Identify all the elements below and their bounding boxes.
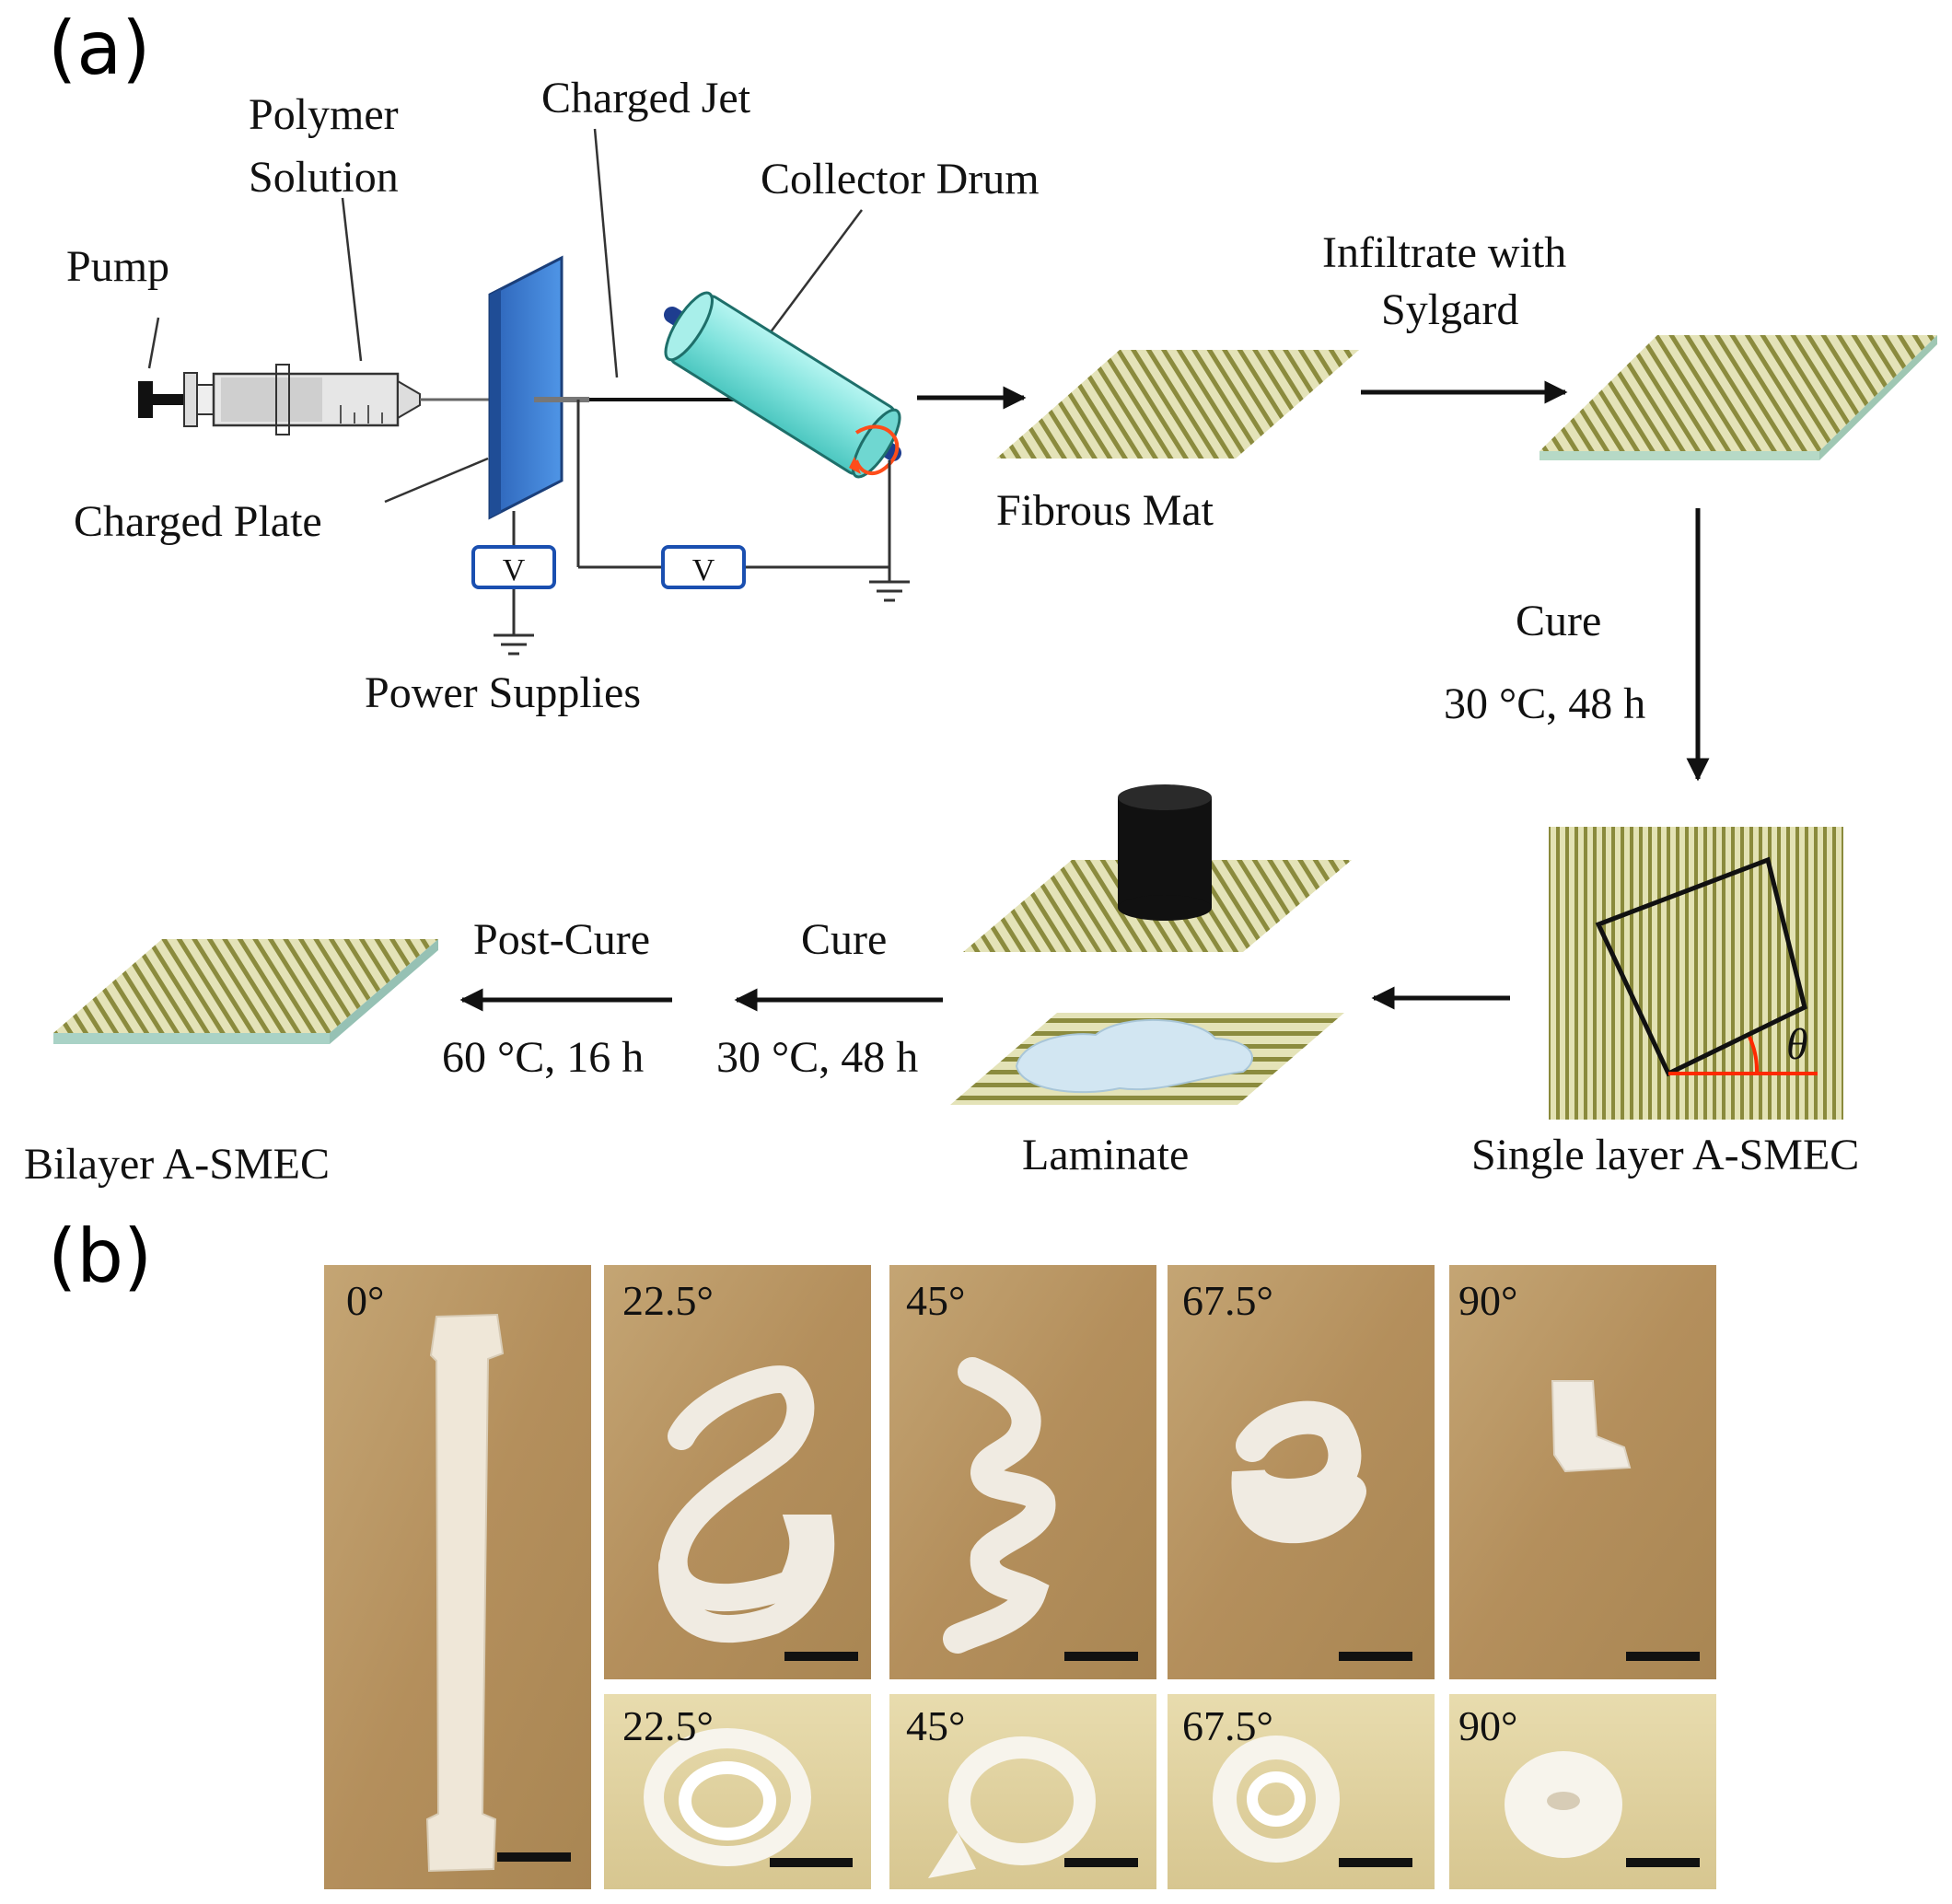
scale-bar — [1339, 1652, 1412, 1661]
infiltrated-mat — [1540, 335, 1937, 460]
scale-bar — [497, 1852, 571, 1862]
photo-bottom-90deg: 90° — [1449, 1694, 1716, 1889]
photo-top-45deg: 45° — [889, 1265, 1156, 1679]
photo-bottom-67-5deg: 67.5° — [1168, 1694, 1435, 1889]
photo-bottom-45deg-label: 45° — [906, 1702, 965, 1749]
scale-bar — [1064, 1858, 1138, 1867]
scale-bar — [1064, 1652, 1138, 1661]
pump-label: Pump — [66, 242, 169, 291]
charged-plate — [488, 255, 564, 520]
bilayer-asmec — [53, 939, 438, 1044]
photo-0deg: 0° — [324, 1265, 591, 1889]
cure-1-conditions: 30 °C, 48 h — [1444, 679, 1645, 728]
svg-text:V: V — [503, 553, 526, 587]
polymer-solution-label-2: Solution — [249, 153, 399, 202]
curled-specimen — [1551, 1380, 1632, 1473]
scale-bar — [784, 1652, 858, 1661]
photo-bottom-22-5deg: 22.5° — [604, 1694, 871, 1889]
silicone-puddle — [1015, 1018, 1253, 1094]
syringe-pump — [138, 364, 494, 435]
photo-top-22-5deg: 22.5° — [604, 1265, 871, 1679]
infiltrate-label-2: Sylgard — [1381, 285, 1518, 334]
photo-top-67-5deg: 67.5° — [1168, 1265, 1435, 1679]
photo-bottom-67-5deg-label: 67.5° — [1182, 1702, 1273, 1749]
weight-cylinder — [1118, 784, 1212, 921]
post-cure-conditions: 60 °C, 16 h — [442, 1033, 644, 1082]
angle-arc — [1748, 1036, 1760, 1074]
photo-top-90deg: 90° — [1449, 1265, 1716, 1679]
scale-bar — [770, 1858, 853, 1867]
scale-bar — [1339, 1858, 1412, 1867]
collector-drum-label: Collector Drum — [761, 155, 1040, 203]
laminate-label: Laminate — [1022, 1131, 1189, 1179]
photo-bottom-22-5deg-label: 22.5° — [622, 1702, 714, 1749]
voltmeter-1: V — [471, 545, 556, 589]
single-layer-label: Single layer A-SMEC — [1471, 1131, 1859, 1179]
infiltrate-label: Infiltrate with — [1322, 228, 1566, 277]
theta-label: θ — [1786, 1020, 1808, 1069]
power-supplies-label: Power Supplies — [365, 668, 641, 717]
photo-top-22-5deg-label: 22.5° — [622, 1277, 714, 1324]
photo-0deg-label: 0° — [346, 1277, 384, 1324]
polymer-solution — [221, 377, 322, 422]
cure-1-label: Cure — [1516, 597, 1601, 645]
photo-bottom-45deg: 45° — [889, 1694, 1156, 1889]
collector-drum — [664, 291, 901, 479]
leader-lines — [147, 128, 864, 504]
helix-specimen — [658, 1365, 835, 1643]
bilayer-label: Bilayer A-SMEC — [24, 1140, 330, 1189]
panel-a-label: (a) — [48, 6, 150, 91]
polymer-solution-label: Polymer — [249, 90, 399, 139]
single-layer-asmec: θ — [1549, 827, 1843, 1120]
power-wiring — [494, 400, 910, 656]
coil-specimen — [1231, 1400, 1366, 1544]
scale-bar — [1626, 1652, 1700, 1661]
post-cure-label: Post-Cure — [473, 915, 650, 964]
cure-2-label: Cure — [801, 915, 887, 964]
fibrous-mat — [996, 350, 1359, 459]
helix-specimen — [943, 1357, 1056, 1654]
charged-jet-label: Charged Jet — [541, 74, 751, 122]
laminate-bottom-layer — [950, 1013, 1344, 1105]
scale-bar — [1626, 1858, 1700, 1867]
specimen-flat — [425, 1313, 505, 1873]
fibrous-mat-label: Fibrous Mat — [996, 486, 1214, 535]
svg-text:V: V — [692, 553, 715, 587]
photo-top-67-5deg-label: 67.5° — [1182, 1277, 1273, 1324]
panel-b-label: (b) — [48, 1213, 152, 1299]
cure-2-conditions: 30 °C, 48 h — [716, 1033, 918, 1082]
charged-plate-label: Charged Plate — [74, 497, 322, 546]
photo-top-90deg-label: 90° — [1458, 1277, 1517, 1324]
photo-top-45deg-label: 45° — [906, 1277, 965, 1324]
photo-bottom-90deg-label: 90° — [1458, 1702, 1517, 1749]
voltmeter-2: V — [661, 545, 746, 589]
